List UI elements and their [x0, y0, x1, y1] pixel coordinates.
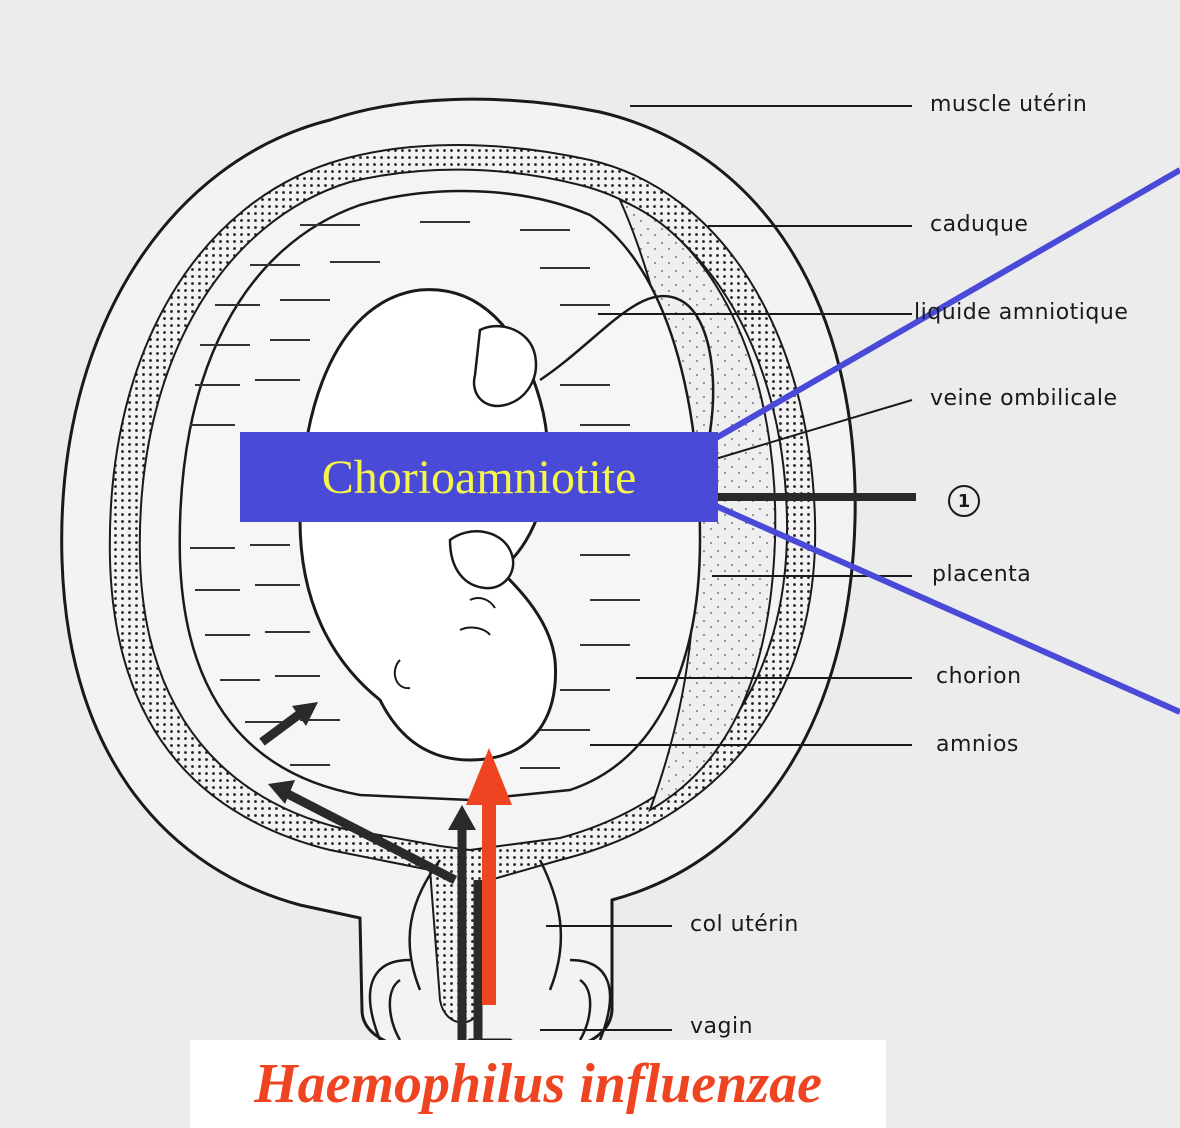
label-col-uterin: col utérin	[690, 912, 799, 937]
pathogen-name: Haemophilus influenzae	[254, 1052, 822, 1116]
marker-1: 1	[948, 485, 980, 517]
label-amnios: amnios	[936, 732, 1019, 757]
ascending-infection-arrow-shaft	[482, 795, 496, 1005]
label-caduque: caduque	[930, 212, 1028, 237]
label-placenta: placenta	[932, 562, 1031, 587]
label-vagin: vagin	[690, 1014, 753, 1039]
pathogen-callout: Haemophilus influenzae	[190, 1040, 886, 1128]
chorioamniotite-text: Chorioamniotite	[322, 450, 637, 505]
label-chorion: chorion	[936, 664, 1022, 689]
label-muscle-uterin: muscle utérin	[930, 92, 1087, 117]
label-liquide-amniotique: liquide amniotique	[914, 300, 1128, 325]
marker-number: 1	[958, 491, 971, 512]
chorioamniotite-callout: Chorioamniotite	[240, 432, 718, 522]
label-veine-ombilicale: veine ombilicale	[930, 386, 1118, 411]
